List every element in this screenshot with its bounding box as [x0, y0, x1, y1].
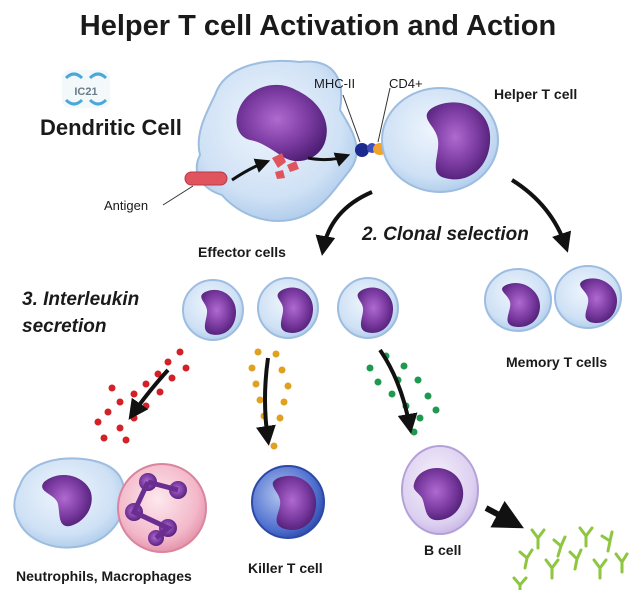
memory-t-cell	[554, 265, 622, 329]
b-cell	[401, 445, 479, 535]
b-cell-label: B cell	[424, 542, 462, 558]
memory-t-cell	[484, 268, 552, 332]
macrophage-cell	[117, 463, 207, 553]
presentation-arrow	[307, 152, 351, 167]
neutrophil-cell	[13, 457, 126, 549]
uptake-arrow	[231, 158, 271, 182]
to-killer-arrow	[256, 357, 276, 446]
cytokines-red	[94, 348, 190, 444]
to-memory-arrow	[510, 178, 572, 253]
dendritic-cell-label: Dendritic Cell	[40, 115, 182, 140]
effector-cell	[257, 277, 319, 339]
dendritic-cell	[195, 59, 358, 222]
effector-cells-label: Effector cells	[198, 244, 286, 260]
antigen	[162, 171, 228, 206]
neutrophils-label: Neutrophils, Macrophages	[16, 568, 192, 584]
diagram-title: Helper T cell Activation and Action	[79, 10, 557, 42]
antibody-release-arrow	[484, 500, 524, 529]
cd4-label: CD4+	[389, 76, 423, 91]
cytokines-orange	[248, 348, 292, 450]
antigen-label: Antigen	[104, 198, 149, 213]
antibodies	[512, 526, 629, 590]
mhc-label: MHC-II	[314, 76, 356, 91]
interleukin-label-line1: 3. Interleukin	[22, 289, 140, 310]
antigen-fragments	[272, 153, 299, 179]
killer-t-cell	[251, 465, 325, 539]
to-neutrophils-arrow	[128, 368, 170, 420]
helper-t-cell	[381, 87, 499, 193]
to-effector-arrow	[315, 190, 373, 256]
effector-cell	[182, 279, 244, 341]
effector-cell	[337, 277, 399, 339]
killer-t-label: Killer T cell	[248, 560, 323, 576]
to-bcell-arrow	[378, 348, 418, 434]
helper-t-label: Helper T cell	[494, 86, 578, 102]
interleukin-label-line2: secretion	[22, 316, 107, 337]
clonal-selection-label: 2. Clonal selection	[362, 224, 529, 245]
svg-text:IC21: IC21	[74, 86, 97, 98]
memory-t-label: Memory T cells	[506, 354, 608, 370]
ic21-logo: IC21	[62, 70, 110, 108]
